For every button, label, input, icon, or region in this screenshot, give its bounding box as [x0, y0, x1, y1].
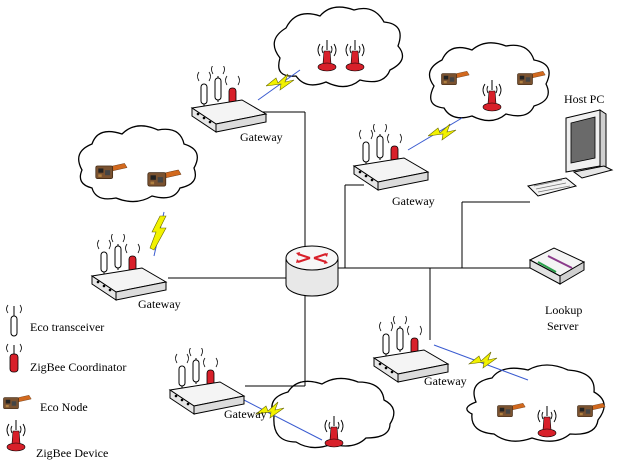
legend-zigbee-coordinator-icon [6, 343, 22, 373]
gateway-icon [353, 124, 429, 191]
cloud-right-top [428, 42, 550, 122]
cloud-top [273, 6, 404, 88]
legend-eco-transceiver-icon [6, 304, 22, 337]
legend-label-eco-node: Eco Node [40, 400, 88, 414]
cloud-left [78, 125, 198, 203]
host-pc-label: Host PC [564, 92, 605, 106]
legend-label-eco-transceiver: Eco transceiver [30, 320, 105, 334]
legend-label-zigbee-device: ZigBee Device [36, 446, 109, 460]
gateway-icon [373, 316, 449, 383]
lightning-icon [149, 215, 167, 251]
legend-eco-node-icon [3, 394, 32, 410]
gateway-label: Gateway [224, 407, 267, 421]
cloud-bottom-right [466, 364, 605, 442]
legend-zigbee-device-icon [6, 419, 26, 452]
gateway-label: Gateway [424, 374, 467, 388]
wired-links [168, 111, 530, 387]
lookup-server-icon [528, 247, 586, 285]
host-pc-icon [526, 109, 614, 197]
lightning-icon [428, 123, 457, 141]
gateway-label: Gateway [138, 297, 181, 311]
gateway-icon [169, 348, 245, 415]
router-icon [285, 245, 339, 297]
legend-label-zigbee-coordinator: ZigBee Coordinator [30, 360, 127, 374]
gateway-label: Gateway [240, 130, 283, 144]
gateway-icon [191, 66, 267, 133]
gateway-label: Gateway [392, 194, 435, 208]
lookup-server-label-line1: Lookup [545, 303, 583, 317]
lookup-server-label-line2: Server [547, 319, 579, 333]
